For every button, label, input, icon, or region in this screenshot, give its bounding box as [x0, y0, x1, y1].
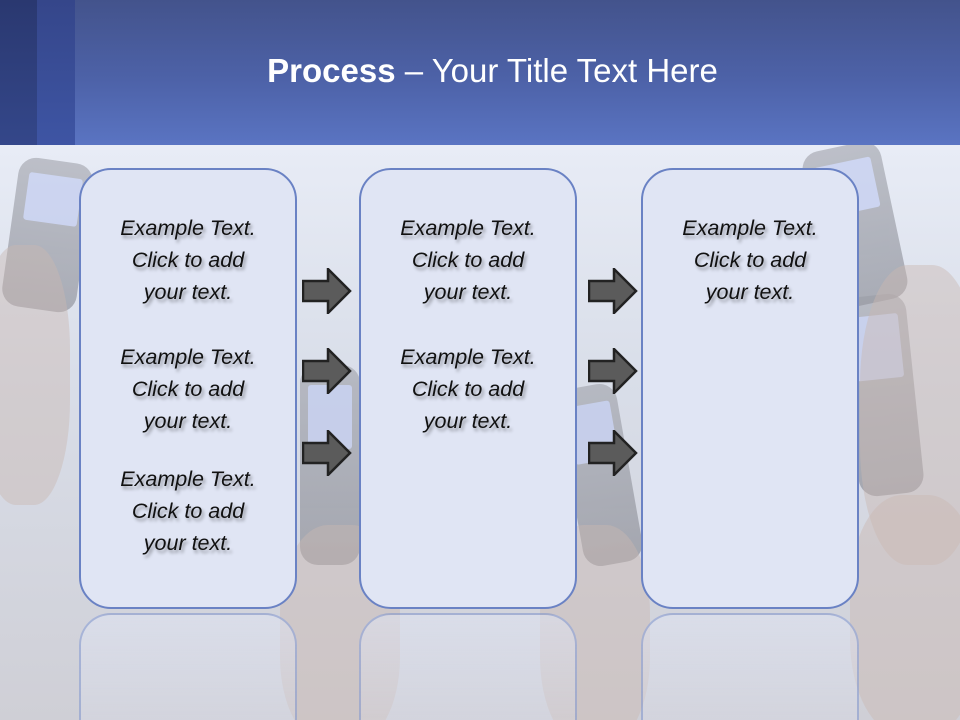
text-block[interactable]: Example Text. Click to add your text.	[120, 467, 256, 555]
title-rest: – Your Title Text Here	[395, 52, 718, 89]
text-block[interactable]: Example Text. Click to add your text.	[400, 216, 536, 304]
process-box-2[interactable]: Example Text. Click to add your text. Ex…	[359, 168, 577, 609]
hand-image	[0, 245, 70, 505]
title-bar: Process – Your Title Text Here	[0, 0, 960, 145]
hand-image	[860, 265, 960, 565]
decorative-stripe	[37, 0, 75, 145]
right-arrow-icon[interactable]	[588, 348, 638, 394]
right-arrow-icon[interactable]	[302, 348, 352, 394]
slide-title[interactable]: Process – Your Title Text Here	[0, 52, 960, 90]
text-block[interactable]: Example Text. Click to add your text.	[120, 216, 256, 304]
text-block[interactable]: Example Text. Click to add your text.	[120, 345, 256, 433]
text-block[interactable]: Example Text. Click to add your text.	[682, 216, 818, 304]
right-arrow-icon[interactable]	[588, 268, 638, 314]
text-block[interactable]: Example Text. Click to add your text.	[400, 345, 536, 433]
box-reflection	[641, 613, 859, 720]
box-reflection	[359, 613, 577, 720]
hand-image	[850, 495, 960, 720]
right-arrow-icon[interactable]	[302, 430, 352, 476]
title-bold: Process	[267, 52, 396, 89]
decorative-stripe	[0, 0, 37, 145]
box-reflection	[79, 613, 297, 720]
process-box-1[interactable]: Example Text. Click to add your text. Ex…	[79, 168, 297, 609]
process-box-3[interactable]: Example Text. Click to add your text.	[641, 168, 859, 609]
right-arrow-icon[interactable]	[588, 430, 638, 476]
right-arrow-icon[interactable]	[302, 268, 352, 314]
